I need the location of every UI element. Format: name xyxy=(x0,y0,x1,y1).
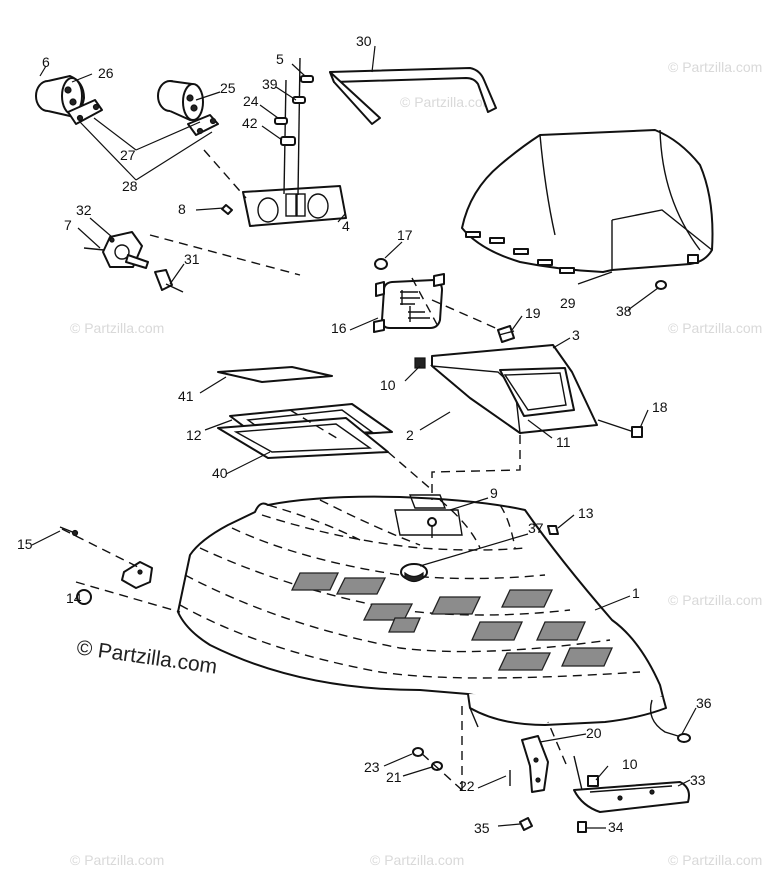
callout-33: 33 xyxy=(690,772,706,788)
callout-15: 15 xyxy=(17,536,33,552)
callout-29: 29 xyxy=(560,295,576,311)
callout-28: 28 xyxy=(122,178,138,194)
faint-watermarks: © Partzilla.com © Partzilla.com © Partzi… xyxy=(70,59,762,868)
callout-30: 30 xyxy=(356,33,372,49)
vent-grille xyxy=(290,572,340,591)
callout-11: 11 xyxy=(556,434,571,450)
hood-hardware xyxy=(400,280,667,583)
callout-4: 4 xyxy=(342,218,350,234)
ignition-switch xyxy=(83,231,149,269)
callout-35: 35 xyxy=(474,820,490,836)
callout-21: 21 xyxy=(386,769,402,785)
watermark: © Partzilla.com xyxy=(70,320,164,336)
watermark: © Partzilla.com xyxy=(668,59,762,75)
headlight-shroud xyxy=(414,325,598,435)
assembly-lines xyxy=(61,149,567,791)
vent-grille xyxy=(560,647,614,667)
vent-grille xyxy=(535,621,587,641)
callout-39: 39 xyxy=(262,76,278,92)
callout-42: 42 xyxy=(242,115,258,131)
callout-7: 7 xyxy=(64,217,72,233)
hood xyxy=(177,494,667,728)
callout-3: 3 xyxy=(572,327,580,343)
callout-24: 24 xyxy=(243,93,259,109)
callout-labels: 1 2 3 4 5 6 7 8 9 10 10 11 12 13 14 15 1… xyxy=(17,33,712,836)
choke-knob xyxy=(154,269,184,293)
callout-32: 32 xyxy=(76,202,92,218)
callout-9: 9 xyxy=(490,485,498,501)
callout-25: 25 xyxy=(220,80,236,96)
instrument-panel xyxy=(242,57,347,227)
callout-27: 27 xyxy=(120,147,136,163)
vent-grille xyxy=(388,617,421,633)
gauge-right xyxy=(157,80,219,136)
partzilla-watermark: © Partzilla.com xyxy=(75,636,218,678)
watermark: © Partzilla.com xyxy=(668,852,762,868)
callout-26: 26 xyxy=(98,65,114,81)
callout-16: 16 xyxy=(331,320,347,336)
windshield xyxy=(461,129,714,274)
vent-grille xyxy=(470,621,524,641)
screw xyxy=(597,419,643,438)
callout-18: 18 xyxy=(652,399,668,415)
callout-2: 2 xyxy=(406,427,414,443)
callout-41: 41 xyxy=(178,388,194,404)
vent-grille xyxy=(500,589,554,608)
callout-17: 17 xyxy=(397,227,413,243)
leader-lines xyxy=(31,45,697,829)
lower-hardware xyxy=(412,699,691,833)
callout-10: 10 xyxy=(380,377,396,393)
watermark: © Partzilla.com xyxy=(400,94,494,110)
callout-14: 14 xyxy=(66,590,82,606)
callout-1: 1 xyxy=(632,585,640,601)
callout-38: 38 xyxy=(616,303,632,319)
callout-36: 36 xyxy=(696,695,712,711)
callout-20: 20 xyxy=(586,725,602,741)
callout-23: 23 xyxy=(364,759,380,775)
callout-10-lower: 10 xyxy=(622,756,638,772)
callout-13: 13 xyxy=(578,505,594,521)
vent-grille xyxy=(430,596,482,615)
watermark: © Partzilla.com xyxy=(668,592,762,608)
callout-6: 6 xyxy=(42,54,50,70)
hinge-bracket xyxy=(59,526,153,605)
vent-grille xyxy=(497,652,552,671)
gauge-left xyxy=(35,75,103,125)
callout-19: 19 xyxy=(525,305,541,321)
watermark: © Partzilla.com xyxy=(370,852,464,868)
headlight-housing xyxy=(373,258,445,333)
callout-37: 37 xyxy=(528,520,544,536)
watermark: © Partzilla.com xyxy=(70,852,164,868)
panel-hardware xyxy=(221,75,314,215)
callout-31: 31 xyxy=(184,251,200,267)
lens-seal-set xyxy=(217,366,393,459)
vent-grille xyxy=(335,577,387,595)
watermark: © Partzilla.com xyxy=(668,320,762,336)
callout-12: 12 xyxy=(186,427,202,443)
callout-8: 8 xyxy=(178,201,186,217)
callout-22: 22 xyxy=(459,778,475,794)
callout-40: 40 xyxy=(212,465,228,481)
windshield-strap xyxy=(329,67,497,125)
callout-5: 5 xyxy=(276,51,284,67)
callout-34: 34 xyxy=(608,819,624,835)
